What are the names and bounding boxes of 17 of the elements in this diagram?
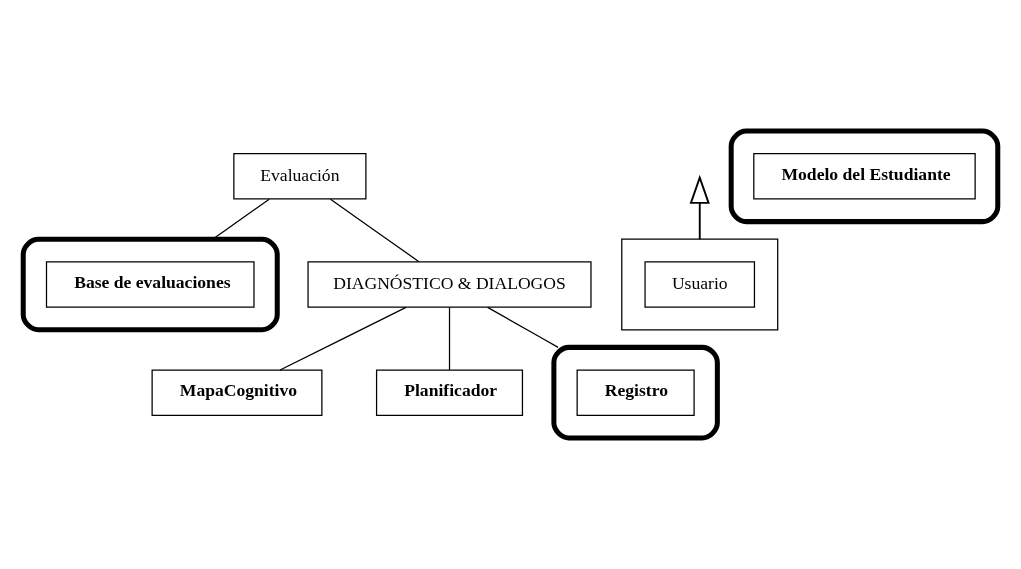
- cluster: [20, 236, 280, 333]
- node-box: Modelo del Estudiante: [753, 153, 976, 200]
- node-box: Evaluación: [233, 153, 367, 200]
- node-box: Planificador: [375, 369, 524, 416]
- node-box: Base de evaluaciones: [45, 261, 255, 308]
- cluster: [551, 344, 720, 441]
- connector: [487, 306, 559, 348]
- connector: [448, 307, 451, 371]
- connector: [279, 306, 407, 371]
- node-box: Usuario: [644, 261, 756, 308]
- connector: [329, 198, 420, 263]
- arrow: [689, 174, 710, 241]
- node-box: MapaCognitivo: [151, 369, 323, 416]
- node-box: DIAGNÓSTICO & DIALOGOS: [307, 261, 592, 308]
- cluster: [621, 238, 779, 331]
- cluster: [728, 128, 1001, 225]
- node-box: Registro: [576, 369, 695, 416]
